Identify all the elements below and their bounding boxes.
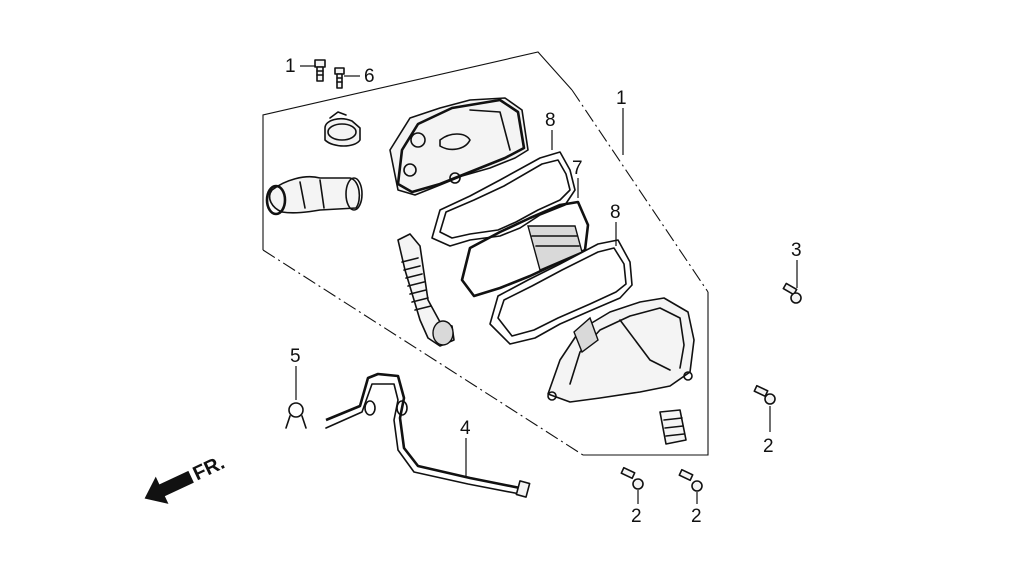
bolt-part-2-left-icon [678, 468, 703, 492]
callout-4: 4 [460, 418, 471, 439]
bolt-part-2-mid-icon [620, 466, 644, 490]
front-direction-arrow-icon [144, 470, 194, 504]
air-cleaner-case-lower-icon [547, 297, 695, 403]
bolt-part-6-right-icon [334, 67, 345, 89]
assembly-boundary [262, 51, 709, 456]
front-marker: FR. [144, 452, 228, 504]
callout-8a: 8 [545, 110, 556, 131]
drain-plug-icon [659, 409, 687, 445]
leader-lines [295, 65, 798, 504]
hose-clip-part-5-icon [285, 402, 307, 429]
drain-tube-part-4-icon [325, 372, 531, 498]
callout-labels: 1 6 1 8 7 8 3 5 4 2 2 2 [285, 56, 802, 527]
gasket-part-8-upper-icon [431, 151, 576, 247]
callout-2a: 2 [763, 436, 774, 457]
callout-5: 5 [290, 346, 301, 367]
breather-tube-icon [397, 233, 455, 347]
callout-1: 1 [616, 88, 627, 109]
front-marker-label: FR. [190, 452, 228, 486]
callout-7: 7 [572, 158, 583, 179]
callout-3: 3 [791, 240, 802, 261]
callout-8b: 8 [610, 202, 621, 223]
gasket-part-8-lower-icon [489, 239, 633, 345]
callout-2b: 2 [631, 506, 642, 527]
bolt-part-2-right-icon [753, 384, 776, 405]
air-cleaner-cover-upper-icon [389, 97, 529, 196]
bolt-part-6-left-icon [314, 59, 326, 82]
callout-6b: 6 [364, 66, 375, 87]
hose-clamp-icon [324, 111, 361, 147]
callout-6a: 1 [285, 56, 296, 77]
callout-2c: 2 [691, 506, 702, 527]
intake-duct-icon [265, 175, 363, 216]
bolt-part-3-icon [782, 282, 802, 304]
